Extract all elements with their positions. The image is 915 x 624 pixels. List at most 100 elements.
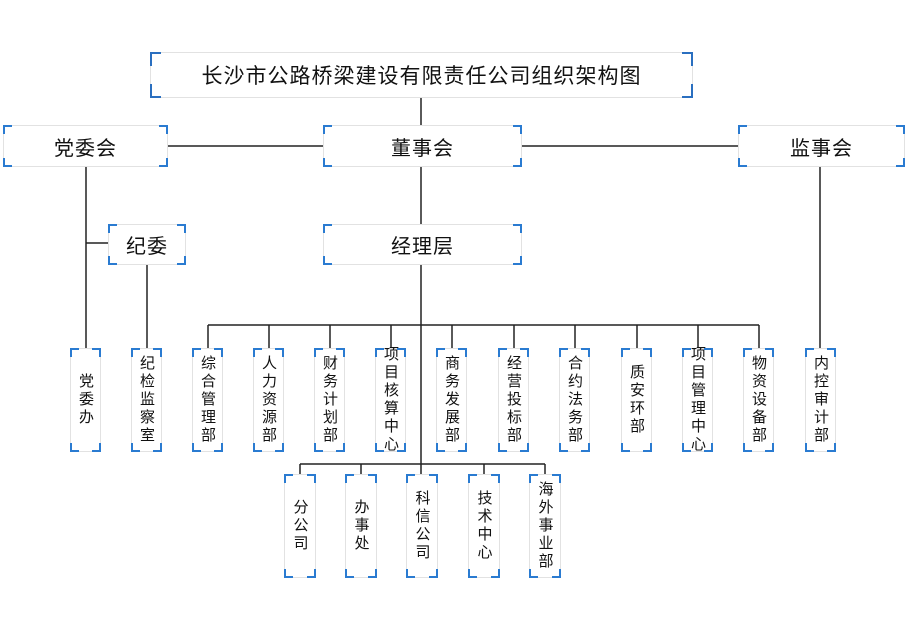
corner-accent: [214, 348, 223, 357]
corner-accent: [581, 348, 590, 357]
corner-accent: [643, 348, 652, 357]
node-department: 质安环部: [621, 348, 652, 452]
corner-accent: [375, 443, 384, 452]
node-label: 综合管理部: [199, 355, 217, 445]
corner-accent: [643, 443, 652, 452]
corner-accent: [805, 348, 814, 357]
corner-accent: [468, 569, 477, 578]
corner-accent: [520, 348, 529, 357]
corner-accent: [406, 474, 415, 483]
node-label: 项目核算中心: [382, 346, 400, 454]
corner-accent: [336, 348, 345, 357]
corner-accent: [552, 474, 561, 483]
corner-accent: [429, 569, 438, 578]
corner-accent: [92, 348, 101, 357]
node-label: 科信公司: [413, 490, 432, 562]
node-department: 综合管理部: [192, 348, 223, 452]
corner-accent: [682, 443, 691, 452]
corner-accent: [70, 348, 79, 357]
node-label: 质安环部: [628, 364, 646, 436]
corner-accent: [765, 443, 774, 452]
node-label: 商务发展部: [443, 355, 461, 445]
corner-accent: [284, 569, 293, 578]
corner-accent: [765, 348, 774, 357]
corner-accent: [406, 569, 415, 578]
corner-accent: [682, 52, 693, 66]
corner-accent: [491, 474, 500, 483]
corner-accent: [323, 224, 332, 233]
node-label: 经营投标部: [505, 355, 523, 445]
corner-accent: [896, 158, 905, 167]
node-department: 项目管理中心: [682, 346, 713, 454]
corner-accent: [314, 348, 323, 357]
corner-accent: [214, 443, 223, 452]
node-label: 财务计划部: [321, 355, 339, 445]
node-discipline: 纪委: [108, 224, 186, 265]
node-label: 内控审计部: [812, 355, 830, 445]
node-department: 合约法务部: [559, 348, 590, 452]
node-department: 财务计划部: [314, 348, 345, 452]
corner-accent: [621, 348, 630, 357]
node-label: 人力资源部: [260, 355, 278, 445]
corner-accent: [177, 256, 186, 265]
corner-accent: [159, 158, 168, 167]
corner-accent: [375, 348, 384, 357]
corner-accent: [307, 569, 316, 578]
corner-accent: [192, 443, 201, 452]
corner-accent: [153, 443, 162, 452]
node-audit: 内控审计部: [805, 348, 836, 452]
node-subsidiary: 办事处: [345, 474, 377, 578]
corner-accent: [131, 443, 140, 452]
corner-accent: [458, 348, 467, 357]
corner-accent: [827, 348, 836, 357]
node-label: 海外事业部: [536, 481, 555, 571]
corner-accent: [345, 474, 354, 483]
node-label: 纪委: [126, 234, 168, 258]
node-department: 人力资源部: [253, 348, 284, 452]
corner-accent: [743, 348, 752, 357]
node-label: 分公司: [291, 499, 310, 553]
corner-accent: [159, 125, 168, 134]
corner-accent: [397, 348, 406, 357]
corner-accent: [429, 474, 438, 483]
corner-accent: [131, 348, 140, 357]
corner-accent: [92, 443, 101, 452]
corner-accent: [323, 125, 332, 134]
corner-accent: [368, 474, 377, 483]
corner-accent: [559, 348, 568, 357]
corner-accent: [108, 224, 117, 233]
corner-accent: [468, 474, 477, 483]
node-label: 董事会: [391, 135, 454, 160]
node-department: 商务发展部: [436, 348, 467, 452]
node-label: 技术中心: [475, 490, 494, 562]
corner-accent: [682, 84, 693, 98]
corner-accent: [150, 52, 161, 66]
corner-accent: [529, 474, 538, 483]
corner-accent: [529, 569, 538, 578]
corner-accent: [336, 443, 345, 452]
node-label: 经理层: [391, 234, 454, 258]
corner-accent: [581, 443, 590, 452]
node-department: 经营投标部: [498, 348, 529, 452]
corner-accent: [491, 569, 500, 578]
node-subsidiary: 科信公司: [406, 474, 438, 578]
corner-accent: [559, 443, 568, 452]
corner-accent: [704, 348, 713, 357]
corner-accent: [323, 256, 332, 265]
corner-accent: [368, 569, 377, 578]
corner-accent: [896, 125, 905, 134]
corner-accent: [70, 443, 79, 452]
corner-accent: [153, 348, 162, 357]
node-department: 项目核算中心: [375, 346, 406, 454]
node-label: 党委办: [77, 373, 95, 427]
corner-accent: [253, 443, 262, 452]
corner-accent: [458, 443, 467, 452]
corner-accent: [284, 474, 293, 483]
corner-accent: [323, 158, 332, 167]
node-supervisory: 监事会: [738, 125, 905, 167]
corner-accent: [253, 348, 262, 357]
corner-accent: [397, 443, 406, 452]
corner-accent: [150, 84, 161, 98]
corner-accent: [704, 443, 713, 452]
